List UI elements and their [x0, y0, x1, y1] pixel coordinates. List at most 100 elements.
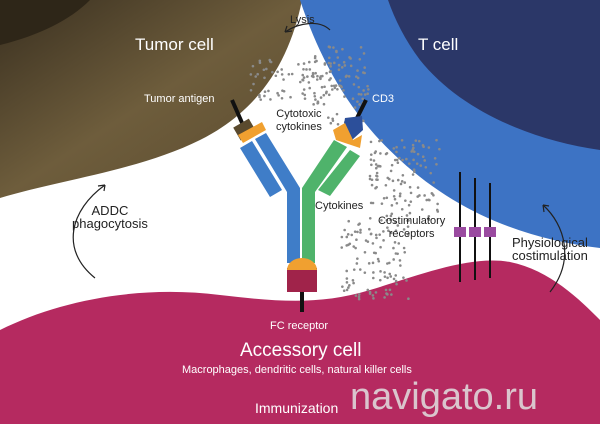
cytokine-dot: [368, 227, 371, 231]
cytokine-dot: [349, 57, 352, 60]
cytokine-dot: [386, 226, 389, 229]
cytokine-dot: [382, 239, 385, 242]
cytokine-dot: [370, 183, 374, 187]
cytokine-dot: [287, 72, 291, 76]
cytokine-dot: [340, 66, 344, 69]
cytokine-dot: [338, 84, 341, 87]
cytokine-dot: [368, 174, 372, 178]
tumor-antigen-stalk: [230, 99, 245, 126]
cytokine-dot: [406, 225, 410, 228]
cytokine-dot: [386, 293, 389, 296]
cytokine-dot: [254, 75, 258, 78]
cytokine-dot: [359, 46, 363, 49]
cytokine-dot: [325, 90, 328, 94]
cytokine-dot: [249, 73, 253, 76]
costim-line1: Costimulatory: [378, 215, 446, 227]
cytokine-dot: [408, 211, 412, 215]
cytokine-dot: [305, 68, 308, 71]
cytokine-dot: [340, 85, 343, 89]
cytokine-dot: [369, 158, 373, 161]
cytokine-dot: [357, 295, 361, 299]
cytokine-dot: [392, 147, 396, 150]
cytokine-dot: [373, 151, 377, 155]
cytokine-dot: [328, 70, 332, 74]
cytokine-dot: [393, 158, 397, 162]
tumor-antigen-label: Tumor antigen: [144, 93, 215, 105]
cytokine-dot: [357, 293, 361, 296]
cytokine-dot: [249, 88, 253, 92]
cytokine-dot: [389, 275, 393, 278]
cytokine-dot: [342, 60, 346, 64]
cytokine-dot: [418, 139, 421, 143]
cytokine-dot: [313, 55, 317, 58]
cytokine-dots: [249, 45, 441, 301]
lysis-arrow: [284, 22, 331, 33]
cytokine-dot: [435, 138, 438, 142]
cytokine-dot: [399, 182, 403, 186]
cytokine-dot: [438, 147, 441, 151]
cytokine-dot: [307, 60, 311, 64]
cytokine-dot: [383, 271, 386, 274]
cytokine-dot: [332, 84, 336, 88]
cytokine-dot: [332, 46, 335, 49]
cytokine-dot: [411, 173, 415, 176]
cytokine-dot: [329, 62, 333, 65]
cytokine-dot: [345, 235, 349, 239]
cytokine-dot: [343, 64, 347, 67]
antibody: [230, 99, 368, 312]
cytokine-dot: [427, 198, 430, 202]
cytotoxic-line1: Cytotoxic: [276, 108, 322, 120]
cytokine-dot: [378, 139, 381, 143]
cytokine-dot: [371, 242, 375, 245]
cytokine-dot: [387, 177, 391, 181]
cytokine-dot: [392, 277, 396, 281]
cytokine-dot: [386, 276, 389, 280]
cytotoxic-line2: cytokines: [276, 121, 322, 133]
tumor-cell: [0, 0, 302, 198]
cytokine-dot: [378, 278, 382, 282]
cytokine-dot: [355, 238, 358, 242]
cytokine-dot: [352, 268, 356, 271]
cytokine-dot: [410, 150, 413, 153]
cytokine-dot: [345, 269, 349, 273]
cytokine-dot: [367, 88, 370, 91]
cytokine-dot: [280, 96, 284, 100]
cytokine-dot: [398, 194, 402, 198]
cytokine-dot: [358, 57, 362, 61]
cytokine-dot: [390, 293, 393, 296]
t-cell-nucleus: [388, 0, 600, 150]
cytokine-dot: [363, 251, 367, 254]
cytokine-dot: [409, 200, 413, 203]
tumor-cell-label: Tumor cell: [135, 35, 214, 54]
cytokine-dot: [398, 259, 402, 262]
cytokine-dot: [368, 292, 372, 295]
cytokine-dot: [399, 264, 402, 267]
cytokine-dot: [299, 80, 302, 84]
cytokine-dot: [368, 216, 372, 220]
heavy-chain-right: [302, 140, 347, 263]
cytokine-dot: [379, 245, 382, 249]
cytokine-dot: [406, 219, 409, 222]
cytokine-dot: [416, 186, 420, 189]
cytokine-dot: [276, 91, 279, 95]
phys-line1: Physiological: [512, 235, 588, 250]
cytokine-dot: [306, 75, 309, 78]
cytokine-dot: [352, 281, 355, 285]
cytokine-dot: [398, 156, 401, 160]
cytokine-dot: [384, 183, 388, 187]
cytokine-dot: [338, 79, 342, 82]
cytokine-dot: [382, 230, 385, 233]
cytokine-dot: [350, 233, 354, 237]
cytokine-dot: [433, 157, 437, 160]
cytokine-dot: [389, 231, 393, 235]
cytokine-dot: [383, 296, 386, 299]
cytokine-dot: [379, 152, 382, 155]
cytokine-dot: [329, 65, 332, 68]
cytokine-dot: [337, 63, 341, 67]
cytokine-dot: [303, 93, 307, 97]
cytokine-dot: [359, 228, 362, 232]
